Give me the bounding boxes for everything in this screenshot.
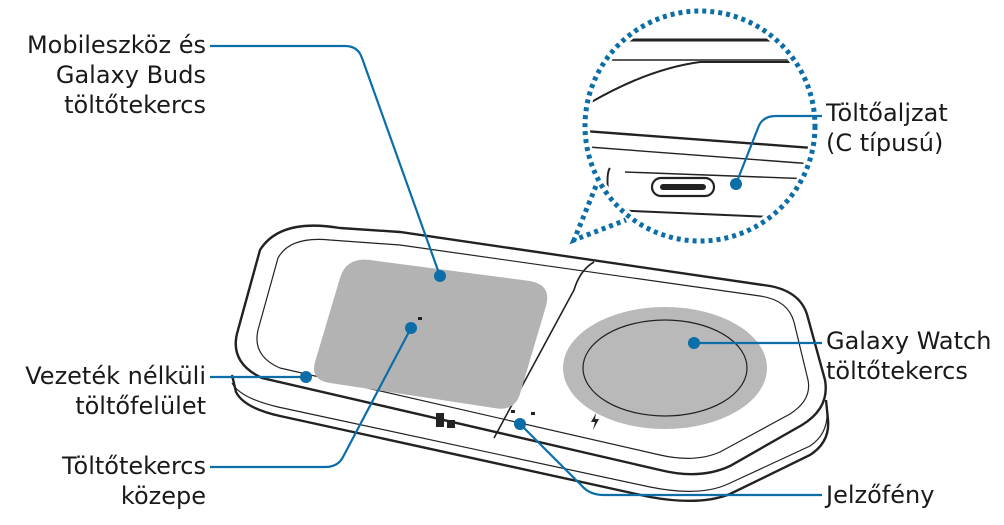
label-indicator-line-1: Jelzőfény <box>826 481 935 509</box>
dot-port <box>730 178 742 190</box>
label-charging-surface-line-2: töltőfelület <box>75 392 206 420</box>
label-port-line-2: (C típusú) <box>826 129 944 157</box>
label-indicator: Jelzőfény <box>826 480 934 510</box>
logo-mark-icon <box>436 413 455 428</box>
pad-base-edge <box>230 374 830 503</box>
port-callout-circle <box>582 8 818 244</box>
dot-charging-surface <box>300 371 312 383</box>
watch-coil-inner <box>582 319 748 417</box>
dot-indicator <box>514 418 526 430</box>
phone-section-divider <box>493 261 595 439</box>
leader-dots <box>300 178 742 430</box>
label-phone-coil-line-1: Mobileszköz és <box>26 31 206 59</box>
label-port: Töltőaljzat (C típusú) <box>826 98 948 158</box>
label-watch-coil: Galaxy Watch töltőtekercs <box>826 326 991 386</box>
dot-watch-coil <box>688 337 700 349</box>
phone-coil-area <box>314 259 548 409</box>
bolt-icon <box>591 413 599 430</box>
leader-lines <box>210 44 822 497</box>
leader-indicator <box>519 423 822 497</box>
label-port-line-1: Töltőaljzat <box>826 99 948 127</box>
label-coil-center-line-1: Töltőtekercs <box>62 452 206 480</box>
leader-phone-coil <box>210 44 442 277</box>
pad-middle-edge <box>231 382 828 492</box>
label-phone-coil: Mobileszköz és Galaxy Buds töltőtekercs <box>27 30 206 120</box>
label-watch-coil-line-2: töltőtekercs <box>826 357 968 385</box>
leader-coil-center <box>210 327 412 469</box>
leader-port <box>734 114 822 185</box>
label-coil-center-line-2: közepe <box>120 482 206 510</box>
indicator-dots <box>511 410 535 415</box>
callout-pointer <box>569 185 627 245</box>
pad-inner-rim <box>256 238 810 459</box>
label-coil-center: Töltőtekercs közepe <box>62 451 206 511</box>
coil-center-mark <box>418 317 422 320</box>
label-phone-coil-line-2: Galaxy Buds <box>55 61 206 89</box>
label-watch-coil-line-1: Galaxy Watch <box>826 327 992 355</box>
label-charging-surface-line-1: Vezeték nélküli <box>25 362 206 390</box>
label-charging-surface: Vezeték nélküli töltőfelület <box>25 361 206 421</box>
dot-coil-center <box>405 322 417 334</box>
dot-phone-coil <box>434 270 446 282</box>
label-phone-coil-line-3: töltőtekercs <box>64 91 206 119</box>
